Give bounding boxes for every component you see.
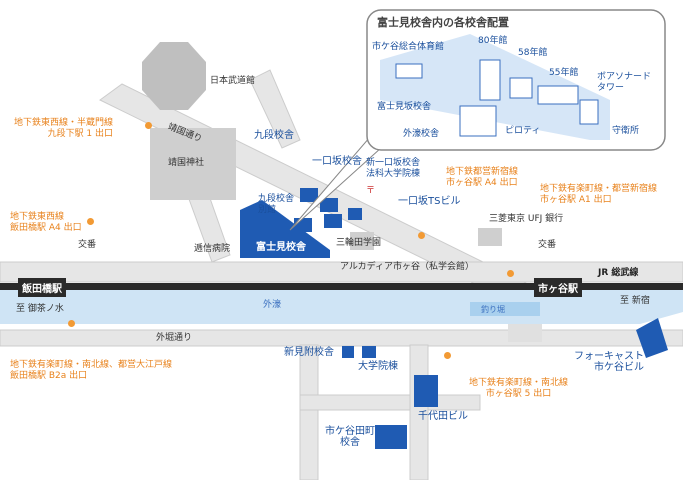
shinmitsuke-label: 新見附校舎 — [284, 347, 334, 358]
inset-55-label: 55年館 — [549, 68, 579, 78]
hitokuchizaka-label: 一口坂校舎 — [312, 156, 362, 167]
ichigaya-a4-dot — [418, 232, 425, 239]
inset-sotobori — [459, 105, 497, 137]
chiyoda-label: 千代田ビル — [418, 411, 468, 422]
inset-boissonade-label: ボアソナード タワー — [597, 72, 652, 93]
ts-building — [348, 208, 362, 220]
ichigaya-5-label: 地下鉄有楽町線・南北線 市ヶ谷駅 5 出口 — [469, 378, 569, 399]
iidabashi-b2a-dot — [68, 320, 75, 327]
kudan-label: 九段校舎 — [254, 130, 294, 141]
jr-rail — [0, 283, 683, 290]
budokan-shape — [142, 42, 206, 110]
chiyoda-building — [414, 375, 438, 407]
north-road — [249, 69, 301, 149]
new-hitokuchizaka-building — [324, 214, 342, 228]
to-shinjuku-label: 至 新宿 — [620, 296, 650, 306]
inset-title: 富士見校舎内の各校舎配置 — [377, 16, 509, 29]
ichigaya-station: 市ヶ谷駅 — [534, 278, 582, 297]
daigakuin-label: 大学院棟 — [358, 361, 398, 372]
fishing-block — [508, 322, 542, 342]
ichigaya-a1-dot — [507, 270, 514, 277]
kudanshita-exit-dot — [145, 122, 152, 129]
alcadia-label: アルカディア市ヶ谷（私学会館） — [340, 262, 475, 272]
inset-80 — [479, 59, 501, 101]
inset-55 — [537, 85, 579, 105]
tamachi-building — [375, 425, 407, 449]
inset-80-label: 80年館 — [478, 36, 508, 46]
sotobori-road — [0, 329, 683, 347]
south-road-2 — [299, 394, 481, 411]
to-ochanomizu-label: 至 御茶ノ水 — [16, 304, 64, 314]
koban-left-label: 交番 — [78, 240, 97, 250]
iidabashi-a4-label: 地下鉄東西線 飯田橋駅 A4 出口 — [10, 212, 82, 233]
jr-line-label: JR 総武線 — [598, 268, 639, 278]
inset-guard-label: 守衛所 — [612, 126, 640, 136]
shinmitsuke-building — [342, 346, 354, 358]
ichigaya-a4-label: 地下鉄都営新宿線 市ヶ谷駅 A4 出口 — [446, 167, 519, 188]
kudan-annex-label: 九段校舎 別館 — [258, 194, 295, 215]
south-road-1 — [299, 344, 319, 480]
forecast-building — [636, 318, 668, 358]
inset-piloti-label: ピロティ — [505, 126, 541, 136]
sotobori-water-label: 外濠 — [263, 300, 282, 310]
inset-gym — [395, 63, 423, 79]
fujimi-label: 富士見校舎 — [256, 242, 306, 253]
teishin-label: 逓信病院 — [194, 244, 231, 254]
daigakuin-building — [362, 346, 376, 358]
sanwa-label: 三輪田学園 — [336, 238, 382, 248]
tamachi-label: 市ケ谷田町 校舎 — [325, 426, 375, 448]
inset-58 — [509, 77, 533, 99]
post-office-icon: 〒 — [366, 186, 376, 196]
kudanshita-exit-label: 地下鉄東西線・半蔵門線 九段下駅 1 出口 — [14, 118, 114, 139]
inset-fujimizaka-label: 富士見坂校舎 — [377, 102, 432, 112]
inset-boissonade — [579, 99, 599, 125]
new-hitokuchizaka-label: 新一口坂校舎 法科大学院棟 — [366, 158, 421, 179]
mufg-label: 三菱東京 UFJ 銀行 — [489, 214, 564, 224]
koban-right-label: 交番 — [538, 240, 557, 250]
yasukuni-shrine-label: 靖国神社 — [168, 158, 205, 168]
fujimi-building — [240, 200, 330, 258]
budokan-label: 日本武道館 — [210, 76, 256, 86]
kudan-building — [300, 188, 318, 202]
mufg-block — [478, 228, 502, 246]
sotobori-street-label: 外堀通り — [156, 333, 193, 343]
inset-gym-label: 市ケ谷総合体育館 — [372, 42, 445, 52]
sanwa-block — [350, 232, 374, 250]
fishing-pond — [470, 302, 540, 316]
yasukuni-block — [150, 128, 236, 200]
inset-sotobori-label: 外濠校舎 — [403, 129, 440, 139]
fishing-label: 釣り堀 — [481, 305, 505, 314]
hitokuchizaka-building — [320, 198, 338, 212]
iidabashi-b2a-label: 地下鉄有楽町線・南北線、都営大江戸線 飯田橋駅 B2a 出口 — [10, 360, 173, 381]
iidabashi-a4-dot — [87, 218, 94, 225]
kudan-annex-building — [294, 218, 312, 232]
ichigaya-a1-label: 地下鉄有楽町線・都営新宿線 市ヶ谷駅 A1 出口 — [540, 184, 658, 205]
iidabashi-station: 飯田橋駅 — [18, 278, 66, 297]
ts-building-label: 一口坂TSビル — [398, 196, 461, 207]
inset-58-label: 58年館 — [518, 48, 548, 58]
upper-road — [0, 261, 683, 283]
ichigaya-5-dot — [444, 352, 451, 359]
forecast-label: フォーキャスト 市ケ谷ビル — [574, 351, 644, 373]
